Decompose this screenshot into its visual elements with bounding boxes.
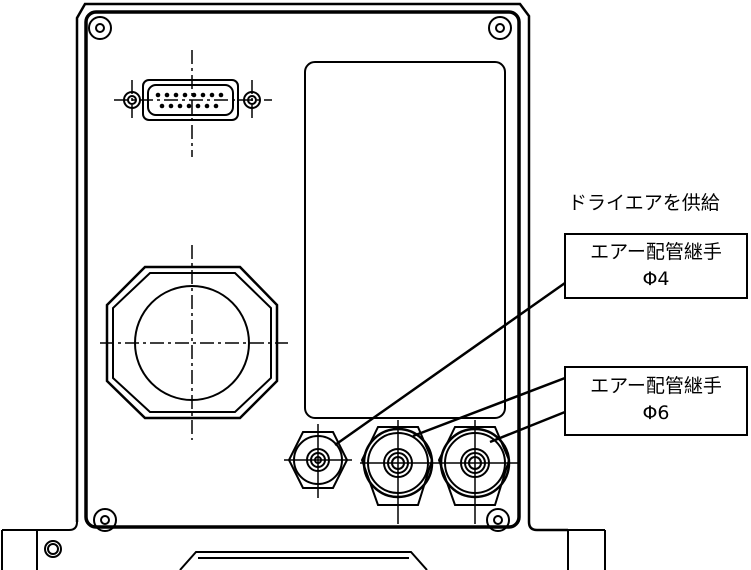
base-hole [44, 540, 62, 558]
supply-note: ドライエアを供給 [568, 192, 720, 214]
display-window [304, 61, 506, 419]
fitting-phi6-b [436, 420, 518, 524]
callout-fitting-phi4: エアー配管継手 Φ4 [564, 233, 748, 299]
callout-size: Φ6 [642, 402, 670, 424]
d-sub-connector [114, 50, 272, 157]
cable-gland [100, 245, 288, 440]
base-notch [179, 551, 428, 570]
fitting-phi4 [284, 424, 352, 498]
screw-holes [88, 16, 512, 532]
leader-lines [334, 281, 566, 447]
base-plate [1, 529, 606, 570]
front-plate [84, 10, 521, 529]
callout-title: エアー配管継手 [590, 375, 722, 397]
callout-title: エアー配管継手 [590, 241, 722, 263]
base-hole-inner [47, 543, 59, 555]
body-outline-left-base [2, 521, 78, 531]
callout-size: Φ4 [642, 268, 670, 290]
fitting-phi6-a [360, 420, 436, 524]
body-outline [75, 2, 568, 532]
callout-fitting-phi6: エアー配管継手 Φ6 [564, 366, 748, 436]
